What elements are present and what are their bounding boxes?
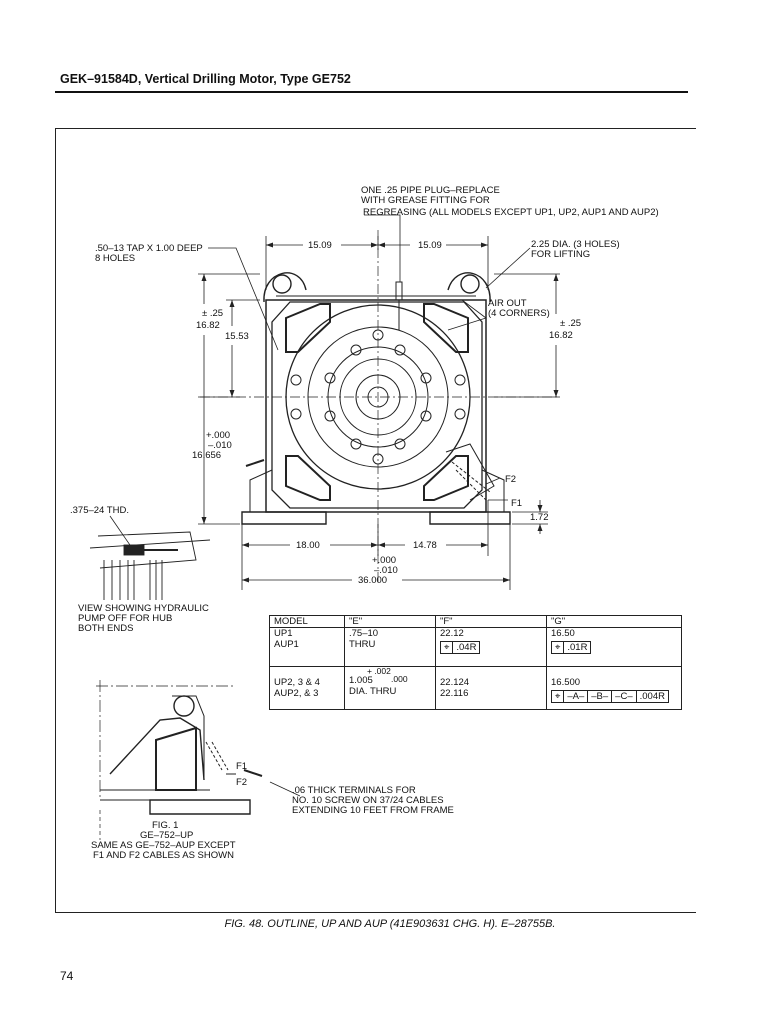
fig1-side-view <box>96 680 301 840</box>
position-symbol-icon: ⌖ <box>555 642 561 653</box>
air-out-note-1: AIR OUT <box>488 298 527 309</box>
dim-bottom-right: 14.78 <box>413 540 437 551</box>
fig1-note-1: FIG. 1 <box>152 820 178 831</box>
dim-left-tol: ± .25 <box>202 308 223 319</box>
fig1-note-2: GE–752–UP <box>140 830 193 841</box>
fig1-label-f1: F1 <box>236 761 247 772</box>
hydraulic-note-1: VIEW SHOWING HYDRAULIC <box>78 603 209 614</box>
air-out-note-2: (4 CORNERS) <box>488 308 550 319</box>
table-cell-f: 22.12 ⌖.04R <box>435 627 547 667</box>
dim-lower-tol-plus: +.000 <box>206 430 230 441</box>
terminals-note-2: NO. 10 SCREW ON 37/24 CABLES <box>292 795 444 806</box>
model-dimension-table: MODEL "E" "F" "G" UP1 AUP1 .75–10 THRU 2… <box>269 615 682 710</box>
page-number: 74 <box>60 969 74 983</box>
dim-lower-left: 16.656 <box>192 450 221 461</box>
table-cell-f: 22.124 22.116 <box>435 666 547 710</box>
table-row: UP1 AUP1 .75–10 THRU 22.12 ⌖.04R 16.50 ⌖… <box>269 627 682 667</box>
table-cell-model: UP2, 3 & 4 AUP2, & 3 <box>269 666 345 710</box>
table-header-model: MODEL <box>269 615 345 628</box>
dim-right-tol: ± .25 <box>560 318 581 329</box>
fig1-label-f2: F2 <box>236 777 247 788</box>
table-cell-e: + .002 .000 1.005 DIA. THRU <box>344 666 436 710</box>
position-symbol-icon: ⌖ <box>444 642 450 653</box>
position-tolerance-frame: ⌖.01R <box>551 641 592 654</box>
position-symbol-icon: ⌖ <box>555 691 561 702</box>
table-header-e: "E" <box>344 615 436 628</box>
table-cell-g: 16.50 ⌖.01R <box>546 627 682 667</box>
table-cell-e: .75–10 THRU <box>344 627 436 667</box>
terminals-note-3: EXTENDING 10 FEET FROM FRAME <box>292 805 454 816</box>
tap-holes-note-1: .50–13 TAP X 1.00 DEEP <box>95 243 203 254</box>
terminals-note-1: .06 THICK TERMINALS FOR <box>292 785 416 796</box>
motor-front-view <box>241 272 511 525</box>
figure-caption: FIG. 48. OUTLINE, UP AND AUP (41E903631 … <box>224 918 556 930</box>
pipe-plug-note-1: ONE .25 PIPE PLUG–REPLACE <box>361 185 500 196</box>
dim-overall: 36.000 <box>358 575 387 586</box>
dim-bottom-left: 18.00 <box>296 540 320 551</box>
fig1-note-3: SAME AS GE–752–AUP EXCEPT <box>91 840 236 851</box>
hydraulic-note-3: BOTH ENDS <box>78 623 133 634</box>
position-tolerance-frame: ⌖–A––B––C–.004R <box>551 690 669 703</box>
dim-overall-tol-minus: –.010 <box>374 565 398 576</box>
dim-top-right: 15.09 <box>418 240 442 251</box>
label-f1: F1 <box>511 498 522 509</box>
thread-note: .375–24 THD. <box>70 505 129 516</box>
dim-left-inner: 15.53 <box>225 331 249 342</box>
label-f2: F2 <box>505 474 516 485</box>
dim-right-outer: 16.82 <box>549 330 573 341</box>
dim-left-outer: 16.82 <box>196 320 220 331</box>
tap-holes-note-2: 8 HOLES <box>95 253 135 264</box>
dim-foot-height: 1.72 <box>530 512 549 523</box>
fig1-note-4: F1 AND F2 CABLES AS SHOWN <box>93 850 234 861</box>
figure-frame <box>55 128 696 913</box>
header-rule <box>55 91 688 93</box>
table-cell-model: UP1 AUP1 <box>269 627 345 667</box>
dim-top-left: 15.09 <box>308 240 332 251</box>
document-header: GEK–91584D, Vertical Drilling Motor, Typ… <box>60 72 351 86</box>
table-header-g: "G" <box>546 615 682 628</box>
hydraulic-pump-view <box>89 531 211 600</box>
table-header-f: "F" <box>435 615 547 628</box>
pipe-plug-note-2: WITH GREASE FITTING FOR <box>361 195 490 206</box>
lifting-note-1: 2.25 DIA. (3 HOLES) <box>531 239 620 250</box>
dim-overall-tol-plus: +.000 <box>372 555 396 566</box>
lifting-note-2: FOR LIFTING <box>531 249 590 260</box>
table-row: UP2, 3 & 4 AUP2, & 3 + .002 .000 1.005 D… <box>269 666 682 710</box>
drawing-labels: ONE .25 PIPE PLUG–REPLACE WITH GREASE FI… <box>70 185 659 861</box>
pipe-plug-note-3: REGREASING (ALL MODELS EXCEPT UP1, UP2, … <box>363 207 659 218</box>
table-cell-g: 16.500 ⌖–A––B––C–.004R <box>546 666 682 710</box>
position-tolerance-frame: ⌖.04R <box>440 641 481 654</box>
dim-lower-tol-minus: –.010 <box>208 440 232 451</box>
hydraulic-note-2: PUMP OFF FOR HUB <box>78 613 172 624</box>
